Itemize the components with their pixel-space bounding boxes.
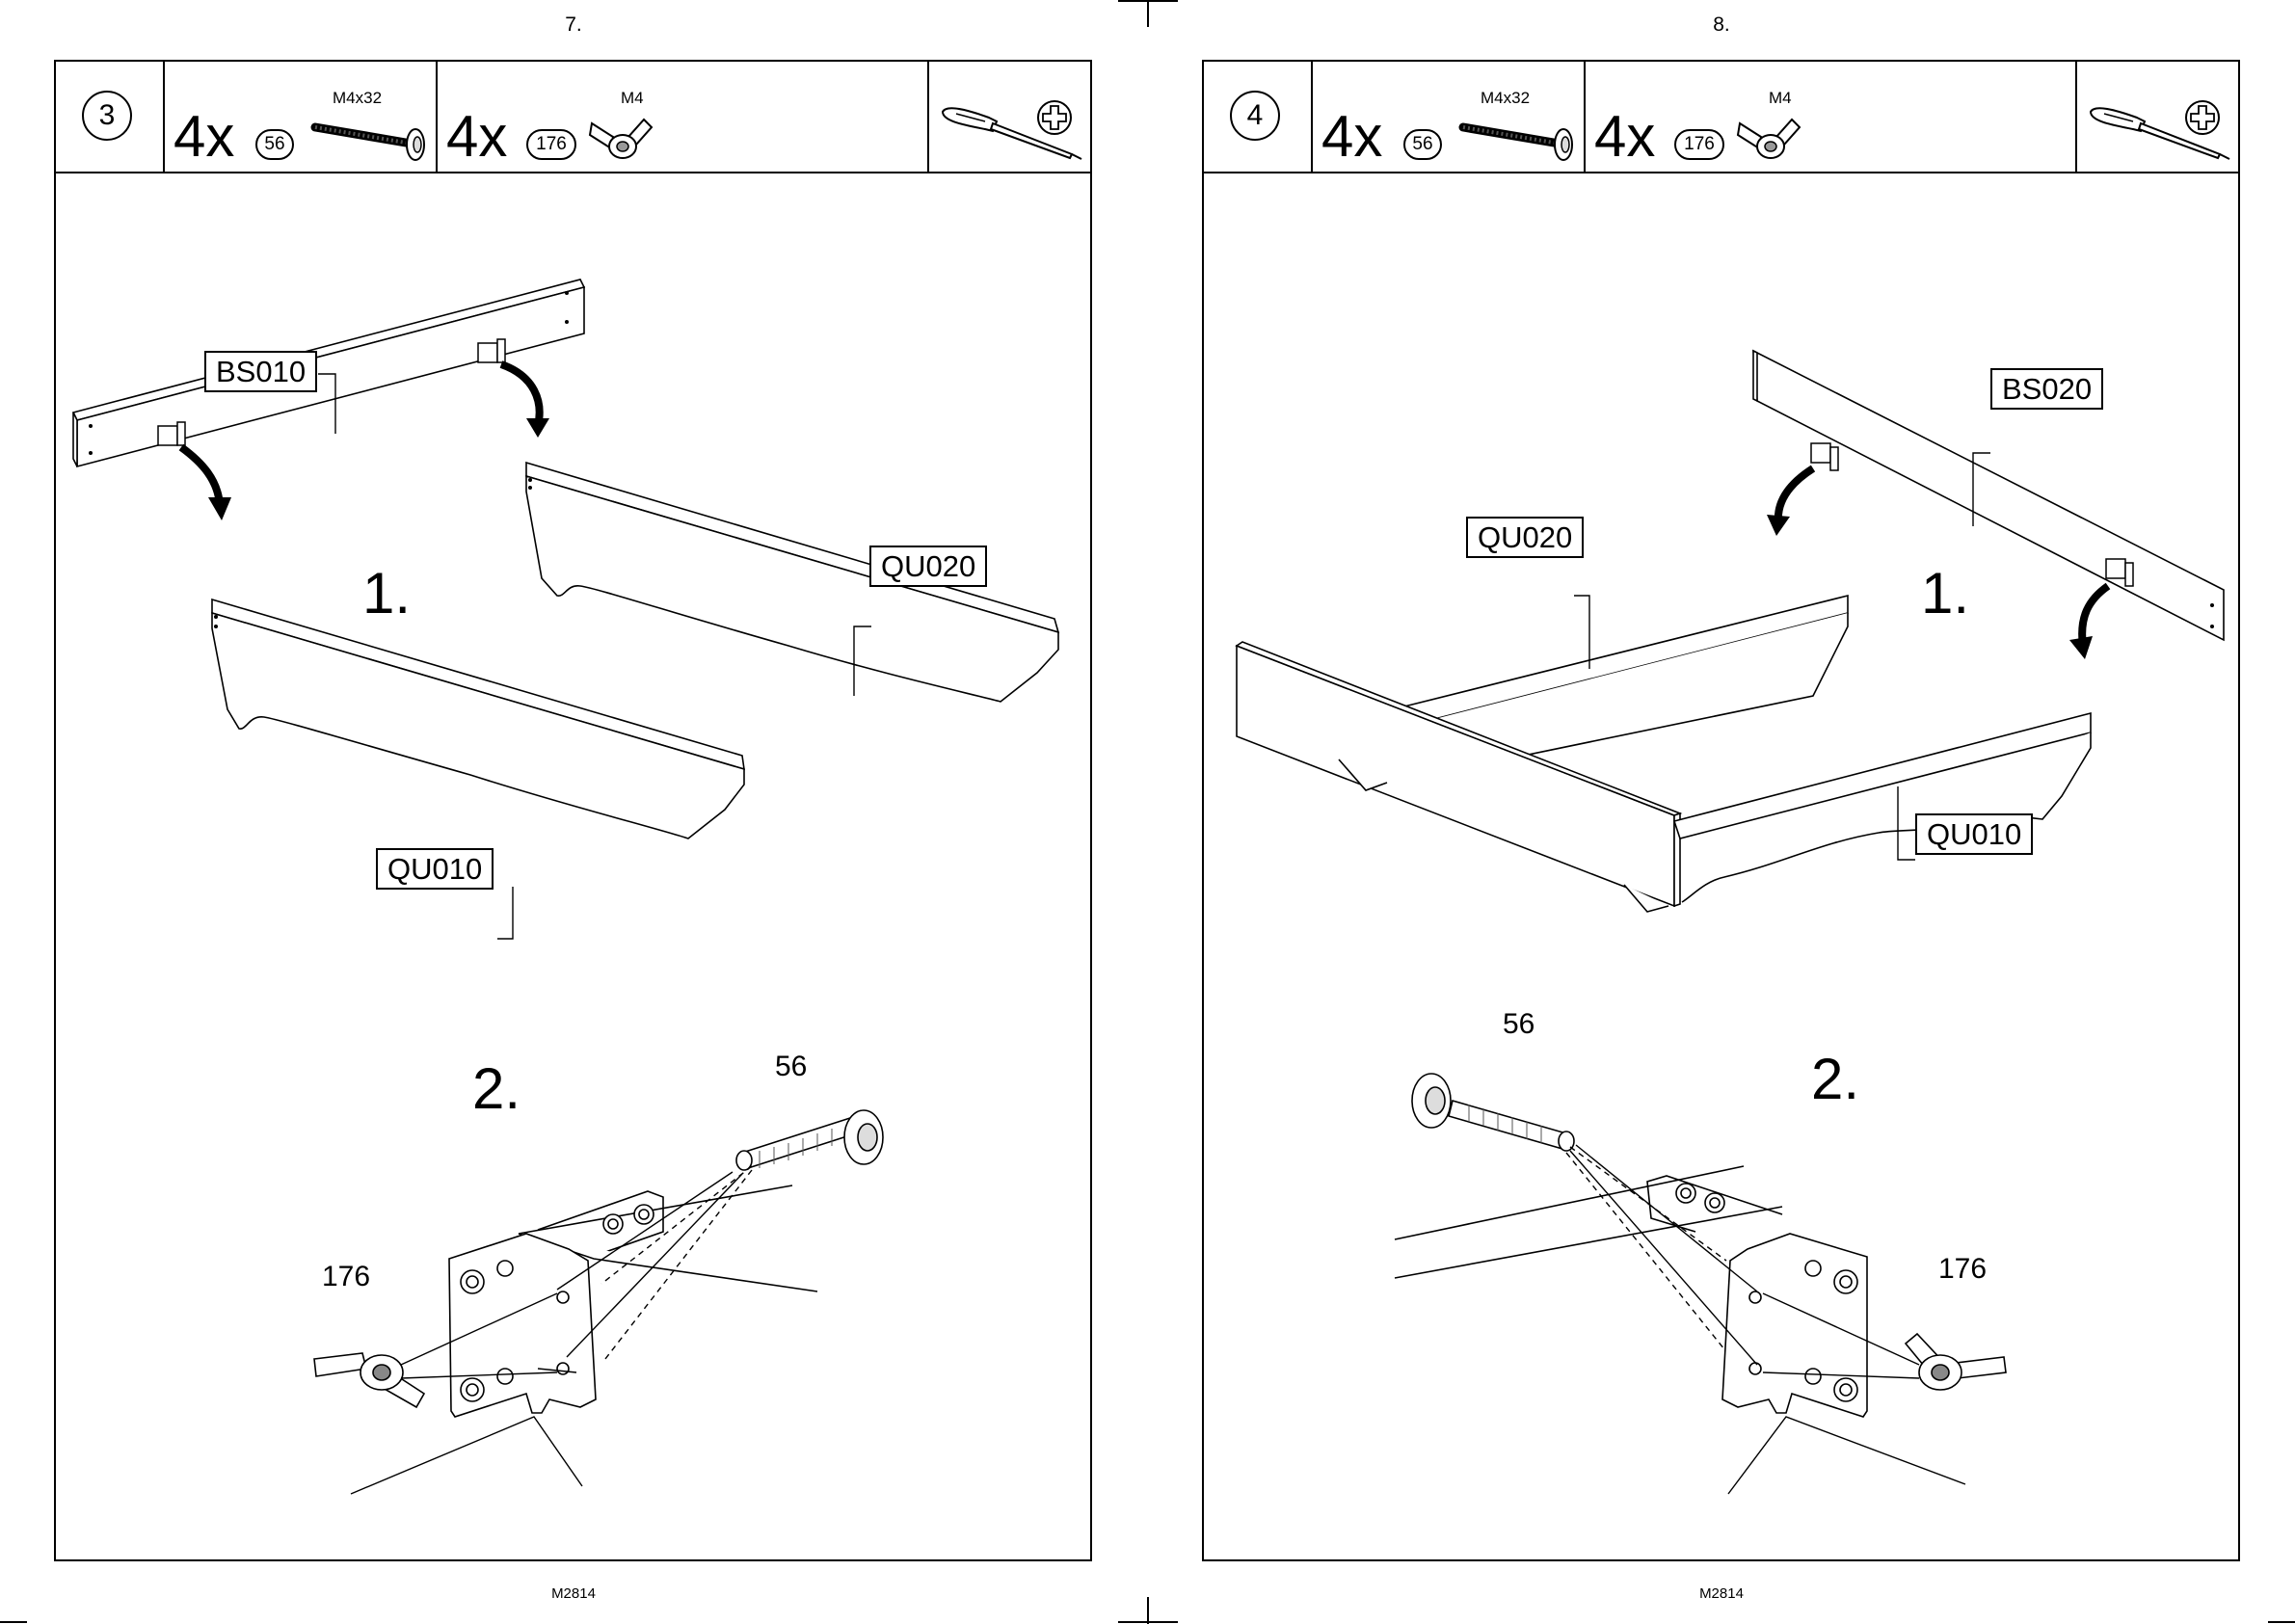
hardware-cell-bolt: 4x 56 M4x32	[165, 62, 438, 172]
hardware-callout: 56	[1503, 1010, 1534, 1039]
part-label: BS020	[1990, 368, 2103, 410]
rail-qu010	[212, 599, 744, 839]
hardware-cell-wing-nut: 4x 176 M4	[438, 62, 929, 172]
part-label: QU010	[1915, 813, 2033, 855]
substep-label: 1.	[1921, 565, 1969, 623]
tool-cell	[929, 62, 1092, 172]
tool-cell	[2077, 62, 2240, 172]
bracket-detail	[1395, 1166, 1867, 1417]
wing-nut-icon	[1732, 112, 1809, 170]
substep-label: 2.	[1811, 1051, 1859, 1108]
wing-nut-icon	[584, 112, 661, 170]
hardware-part-id: 56	[1403, 129, 1442, 160]
hardware-quantity: 4x	[1594, 108, 1655, 166]
hardware-callout: 56	[775, 1052, 807, 1081]
instruction-page-8: 8. 4 4x 56 M4x32 4x 176 M4	[1148, 0, 2295, 1624]
bolt-icon	[309, 110, 435, 168]
instruction-frame: 3 4x 56 M4x32 4x 176 M4	[54, 60, 1092, 1561]
bolt-56	[1412, 1074, 1574, 1151]
hardware-size: M4	[621, 89, 644, 108]
hardware-size: M4x32	[333, 89, 382, 108]
substep-label: 2.	[472, 1060, 520, 1118]
hardware-header: 4 4x 56 M4x32 4x 176 M4	[1204, 62, 2238, 173]
page-number: 7.	[0, 13, 1147, 37]
part-label: QU020	[869, 546, 987, 587]
bracket-detail	[449, 1185, 817, 1417]
panel-bs020	[1753, 351, 2224, 640]
panel-bs010	[73, 280, 584, 466]
step-number: 3	[82, 91, 132, 141]
part-label: QU010	[376, 848, 494, 890]
hardware-part-id: 176	[1674, 129, 1724, 160]
hardware-cell-wing-nut: 4x 176 M4	[1586, 62, 2077, 172]
hardware-part-id: 56	[255, 129, 294, 160]
phillips-head-icon	[2183, 98, 2222, 137]
rail-qu010	[1674, 713, 2091, 902]
hardware-part-id: 176	[526, 129, 576, 160]
model-number: M2814	[0, 1585, 1147, 1602]
page-number: 8.	[1148, 13, 2295, 37]
arrow-head-icon	[1767, 515, 1790, 536]
hardware-header: 3 4x 56 M4x32 4x 176 M4	[56, 62, 1090, 173]
part-label: QU020	[1466, 517, 1584, 558]
step-cell: 4	[1204, 62, 1313, 172]
hardware-quantity: 4x	[446, 108, 507, 166]
substep-label: 1.	[362, 565, 411, 623]
bolt-56	[736, 1110, 883, 1170]
model-number: M2814	[1148, 1585, 2295, 1602]
arrow-head-icon	[526, 418, 549, 438]
hardware-quantity: 4x	[1321, 108, 1382, 166]
hardware-callout: 176	[1938, 1255, 1987, 1284]
bolt-icon	[1457, 110, 1583, 168]
wing-nut-176	[1906, 1334, 2006, 1390]
phillips-head-icon	[1035, 98, 1074, 137]
part-label: BS010	[204, 351, 317, 392]
hardware-quantity: 4x	[173, 108, 234, 166]
hardware-callout: 176	[322, 1263, 370, 1291]
instruction-page-7: 7. 3 4x 56 M4x32 4x 176 M4	[0, 0, 1147, 1624]
arrow-head-icon	[2069, 636, 2093, 659]
hardware-size: M4x32	[1481, 89, 1530, 108]
hardware-cell-bolt: 4x 56 M4x32	[1313, 62, 1586, 172]
step-cell: 3	[56, 62, 165, 172]
arrow-head-icon	[208, 497, 231, 520]
step-number: 4	[1230, 91, 1280, 141]
instruction-frame: 4 4x 56 M4x32 4x 176 M4	[1202, 60, 2240, 1561]
hardware-size: M4	[1769, 89, 1792, 108]
